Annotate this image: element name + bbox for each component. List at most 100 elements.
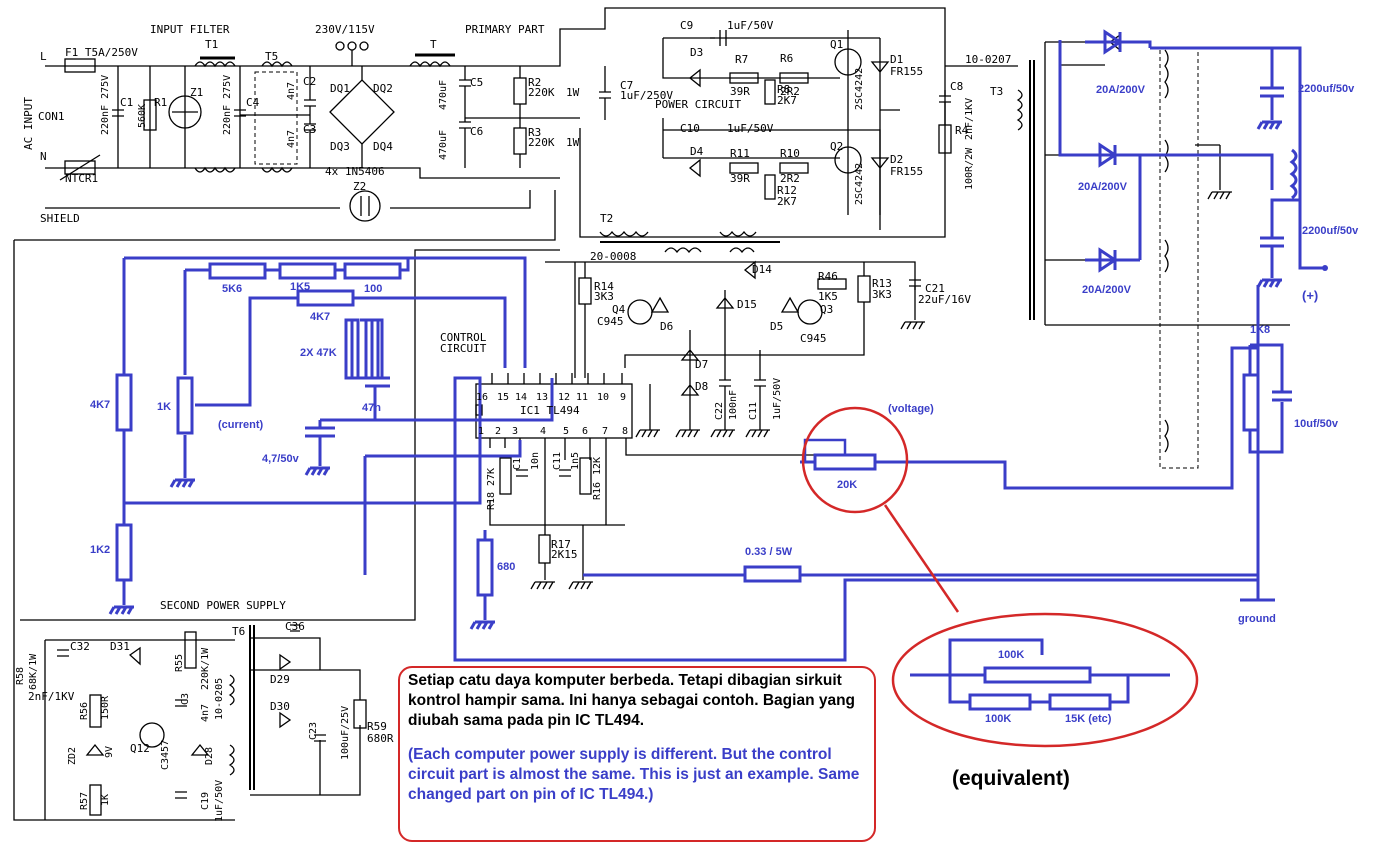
svg-text:10: 10 — [597, 392, 609, 403]
svg-text:1: 1 — [478, 426, 484, 437]
svg-text:13: 13 — [536, 392, 548, 403]
svg-text:20A/200V: 20A/200V — [1078, 181, 1128, 193]
ic-label: IC1 TL494 — [520, 404, 580, 417]
svg-text:2SC4242: 2SC4242 — [854, 68, 865, 110]
svg-text:9V: 9V — [104, 746, 115, 758]
svg-text:D3: D3 — [690, 46, 703, 59]
svg-text:1W: 1W — [566, 86, 580, 99]
svg-text:100: 100 — [364, 283, 382, 295]
svg-text:2R2: 2R2 — [780, 172, 800, 185]
svg-text:7: 7 — [602, 426, 608, 437]
svg-text:150R: 150R — [100, 695, 111, 720]
svg-text:2: 2 — [495, 426, 501, 437]
svg-text:Q1: Q1 — [830, 38, 843, 51]
svg-text:5K6: 5K6 — [222, 283, 242, 295]
svg-text:ZD2: ZD2 — [67, 747, 78, 765]
svg-text:15: 15 — [497, 392, 509, 403]
svg-text:10n: 10n — [530, 452, 541, 470]
svg-text:C11: C11 — [748, 402, 759, 420]
svg-text:680: 680 — [497, 561, 515, 573]
svg-text:220nF 275V: 220nF 275V — [222, 75, 233, 135]
svg-text:T6: T6 — [232, 625, 245, 638]
svg-text:(voltage): (voltage) — [888, 403, 934, 415]
svg-text:ground: ground — [1238, 613, 1276, 625]
svg-text:R18: R18 — [486, 492, 497, 510]
svg-text:DQ3: DQ3 — [330, 140, 350, 153]
svg-text:D6: D6 — [660, 320, 673, 333]
power-circuit-label: POWER CIRCUIT — [655, 98, 741, 111]
svg-text:12K: 12K — [592, 457, 603, 475]
svg-text:2K15: 2K15 — [551, 548, 578, 561]
svg-text:1uF/50V: 1uF/50V — [772, 378, 783, 420]
svg-text:R11: R11 — [730, 147, 750, 160]
ntc-label: NTCR1 — [65, 172, 98, 185]
svg-text:D2: D2 — [890, 153, 903, 166]
svg-text:Z2: Z2 — [353, 180, 366, 193]
control-label: CONTROL — [440, 331, 487, 344]
svg-text:R12: R12 — [777, 184, 797, 197]
svg-text:R14: R14 — [594, 280, 614, 293]
svg-text:1K2: 1K2 — [90, 544, 110, 556]
svg-text:C1: C1 — [512, 458, 523, 470]
svg-text:R13: R13 — [872, 277, 892, 290]
svg-text:D5: D5 — [770, 320, 783, 333]
explanation-note: Setiap catu daya komputer berbeda. Tetap… — [398, 666, 876, 842]
svg-text:R55: R55 — [174, 654, 185, 672]
svg-text:4n7: 4n7 — [286, 130, 297, 148]
svg-text:2R2: 2R2 — [780, 85, 800, 98]
svg-text:47n: 47n — [362, 402, 381, 414]
component-labels-blue: 5K6 1K5 100 4K7 4K7 2X 47K 47n 1K (curre… — [90, 83, 1359, 725]
svg-text:C5: C5 — [470, 76, 483, 89]
svg-text:R17: R17 — [551, 538, 571, 551]
svg-text:5: 5 — [563, 426, 569, 437]
svg-text:Z1: Z1 — [190, 86, 203, 99]
svg-text:39R: 39R — [730, 172, 750, 185]
svg-text:100nF: 100nF — [728, 390, 739, 420]
svg-text:C11: C11 — [552, 452, 563, 470]
svg-text:D31: D31 — [110, 640, 130, 653]
svg-text:R3: R3 — [528, 126, 541, 139]
svg-text:D30: D30 — [270, 700, 290, 713]
svg-text:R58: R58 — [15, 667, 26, 685]
svg-text:12: 12 — [558, 392, 570, 403]
svg-text:Q4: Q4 — [612, 303, 626, 316]
fuse-label: F1 T5A/250V — [65, 46, 138, 59]
svg-text:T1: T1 — [205, 38, 218, 51]
svg-text:2K7: 2K7 — [777, 195, 797, 208]
svg-text:20-0008: 20-0008 — [590, 250, 636, 263]
svg-text:14: 14 — [515, 392, 527, 403]
svg-text:D7: D7 — [695, 358, 708, 371]
svg-text:C21: C21 — [925, 282, 945, 295]
equivalent-label: (equivalent) — [952, 767, 1070, 790]
svg-text:470uF: 470uF — [438, 80, 449, 110]
svg-text:C3: C3 — [303, 123, 316, 136]
svg-text:Q3: Q3 — [820, 303, 833, 316]
svg-text:Q12: Q12 — [130, 742, 150, 755]
svg-text:8: 8 — [622, 426, 628, 437]
section-labels: INPUT FILTER PRIMARY PART POWER CIRCUIT … — [22, 23, 741, 612]
equivalent-callout — [801, 406, 1199, 748]
svg-text:DQ1: DQ1 — [330, 82, 350, 95]
con1-label: CON1 — [38, 110, 65, 123]
svg-text:T3: T3 — [990, 85, 1003, 98]
svg-text:16: 16 — [476, 392, 488, 403]
svg-text:FR155: FR155 — [890, 65, 923, 78]
svg-text:D1: D1 — [890, 53, 903, 66]
svg-text:1n5: 1n5 — [570, 452, 581, 470]
svg-text:(+): (+) — [1302, 288, 1318, 303]
svg-text:C10: C10 — [680, 122, 700, 135]
svg-text:3: 3 — [512, 426, 518, 437]
svg-text:3K3: 3K3 — [872, 288, 892, 301]
svg-text:9: 9 — [620, 392, 626, 403]
svg-text:R7: R7 — [735, 53, 748, 66]
svg-text:1K: 1K — [157, 401, 171, 413]
svg-text:C1: C1 — [120, 96, 133, 109]
svg-text:T: T — [430, 38, 437, 51]
input-filter-label: INPUT FILTER — [150, 23, 230, 36]
svg-text:C7: C7 — [620, 79, 633, 92]
svg-text:39R: 39R — [730, 85, 750, 98]
svg-text:4K7: 4K7 — [310, 311, 330, 323]
svg-text:R1: R1 — [154, 96, 167, 109]
svg-text:DQ2: DQ2 — [373, 82, 393, 95]
